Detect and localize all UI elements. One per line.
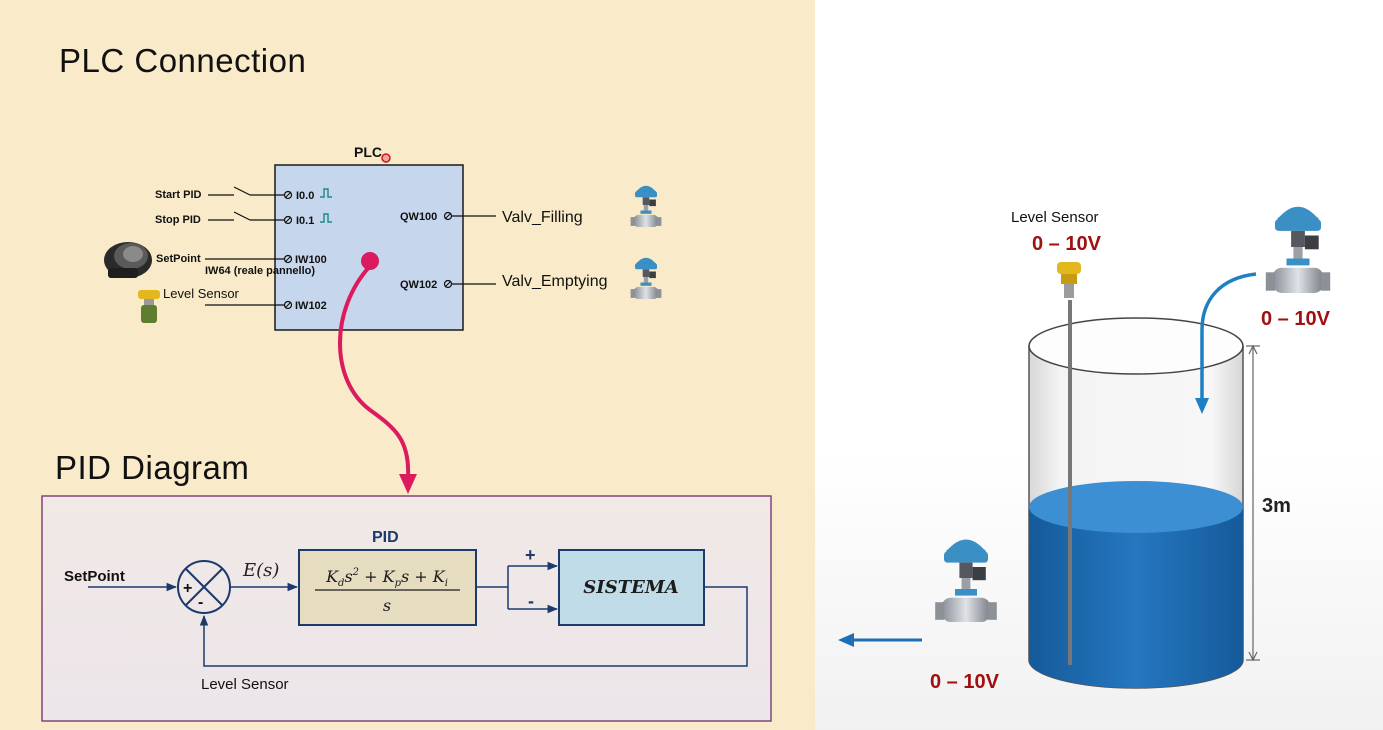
plc-box — [274, 164, 464, 331]
output-filling-label: Valv_Filling — [502, 209, 583, 226]
start-pid-switch — [208, 186, 284, 196]
pink-arrowhead-icon — [399, 474, 417, 494]
plc-section-title: PLC Connection — [59, 42, 307, 79]
height-dimension — [1246, 344, 1260, 662]
output-emptying-address: QW102 — [400, 279, 437, 291]
output-emptying-label: Valv_Emptying — [502, 273, 608, 290]
setpoint-note: IW64 (reale pannello) — [205, 265, 315, 277]
tank-height-label: 3m — [1262, 495, 1291, 517]
output-filling-address: QW100 — [400, 211, 437, 223]
pid-setpoint-label: SetPoint — [64, 568, 125, 585]
setpoint-label: SetPoint — [156, 253, 201, 265]
feedback-label: Level Sensor — [201, 676, 289, 693]
start-pid-address: I0.0 — [296, 190, 314, 202]
system-block — [558, 549, 705, 626]
setpoint-address: IW100 — [295, 254, 327, 266]
tank-level-sensor-icon — [1057, 262, 1081, 298]
stop-pid-address: I0.1 — [296, 215, 314, 227]
pulse-icon — [320, 213, 332, 223]
outlet-arrowhead-icon — [838, 633, 854, 647]
tank — [1028, 317, 1244, 689]
outlet-valve-icon — [935, 539, 997, 622]
error-signal-label: E(s) — [242, 560, 279, 581]
system-plus-sign: + — [525, 545, 536, 565]
sum-minus-sign: - — [198, 594, 203, 611]
pink-connector-arrow — [338, 264, 411, 479]
pink-arrow-start-dot — [361, 252, 379, 270]
feedback-path — [199, 586, 748, 667]
input-terminal-icon — [283, 254, 293, 264]
plc-label: PLC — [354, 144, 382, 160]
transfer-denominator: s — [383, 596, 391, 615]
transfer-numerator: Kds2 + Kps + Ki — [325, 567, 448, 589]
stop-pid-switch — [208, 211, 284, 221]
start-pid-label: Start PID — [155, 189, 202, 201]
output-terminal-icon — [443, 211, 453, 221]
water-surface — [1029, 481, 1243, 533]
input-terminal-icon — [283, 190, 293, 200]
sum-plus-sign: + — [183, 580, 192, 597]
setpoint-knob-icon — [104, 242, 152, 278]
system-minus-sign: - — [528, 591, 534, 611]
level-sensor-icon — [138, 290, 160, 323]
system-label: SISTEMA — [583, 577, 678, 598]
filling-valve-icon — [630, 185, 662, 227]
level-sensor-address: IW102 — [295, 300, 327, 312]
water-fill — [1029, 507, 1243, 688]
pulse-icon — [320, 188, 332, 198]
level-sensor-label: Level Sensor — [163, 286, 240, 301]
pid-transfer-block — [298, 549, 477, 626]
input-terminal-icon — [283, 300, 293, 310]
pid-section-title: PID Diagram — [55, 449, 250, 486]
tank-sensor-label: Level Sensor — [1011, 209, 1099, 226]
stop-pid-label: Stop PID — [155, 214, 201, 226]
cursor-dot — [381, 153, 391, 163]
inlet-arrowhead-icon — [1195, 398, 1209, 414]
inlet-valve-range: 0 – 10V — [1261, 308, 1331, 330]
inlet-flow-arrow — [1200, 272, 1257, 400]
output-terminal-icon — [443, 279, 453, 289]
tank-sensor-range: 0 – 10V — [1032, 233, 1102, 255]
outlet-valve-range: 0 – 10V — [930, 671, 1000, 693]
pid-block-title: PID — [372, 529, 399, 546]
inlet-valve-icon — [1265, 206, 1331, 293]
input-terminal-icon — [283, 215, 293, 225]
emptying-valve-icon — [630, 257, 662, 299]
